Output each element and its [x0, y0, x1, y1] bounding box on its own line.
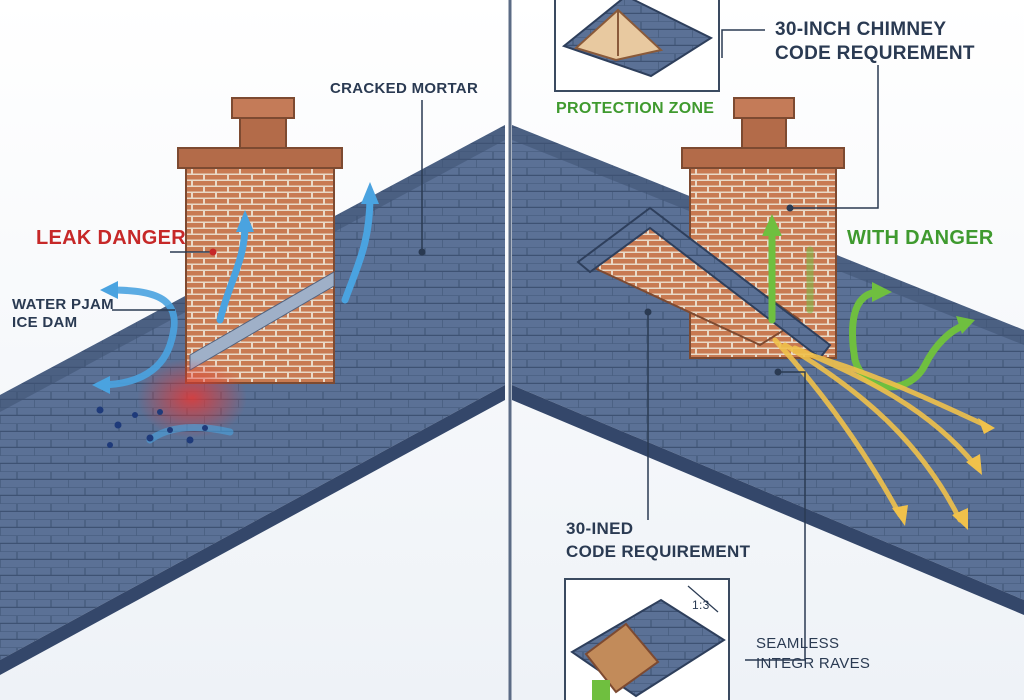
ratio-label: 1:3 — [692, 598, 710, 612]
water-dam-line2: ICE DAM — [12, 314, 114, 332]
with-danger-label: WITH DANGER — [847, 226, 994, 250]
chimney-code-line1: 30-INCH CHIMNEY — [775, 18, 975, 42]
chimney-code-label: 30-INCH CHIMNEY CODE REQUREMENT — [775, 18, 975, 66]
seamless-line2: INTEGR RAVES — [756, 654, 870, 674]
water-dam-label: WATER PJAM ICE DAM — [12, 296, 114, 332]
chimney-code-line2: CODE REQUREMENT — [775, 42, 975, 66]
ined-code-line2: CODE REQUIREMENT — [566, 541, 750, 564]
seamless-line1: SEAMLESS — [756, 634, 870, 654]
water-dam-line1: WATER PJAM — [12, 296, 114, 314]
cracked-mortar-label: CRACKED MORTAR — [330, 80, 478, 98]
cricket-detail-icon — [556, 0, 718, 90]
ined-code-label: 30-INED CODE REQUIREMENT — [566, 518, 750, 564]
seamless-inset — [564, 578, 730, 700]
leak-danger-label: LEAK DANGER — [36, 226, 186, 250]
protection-zone-label: PROTECTION ZONE — [556, 99, 714, 118]
protection-zone-inset — [554, 0, 720, 92]
ined-code-line1: 30-INED — [566, 518, 750, 541]
seamless-label: SEAMLESS INTEGR RAVES — [756, 634, 870, 675]
